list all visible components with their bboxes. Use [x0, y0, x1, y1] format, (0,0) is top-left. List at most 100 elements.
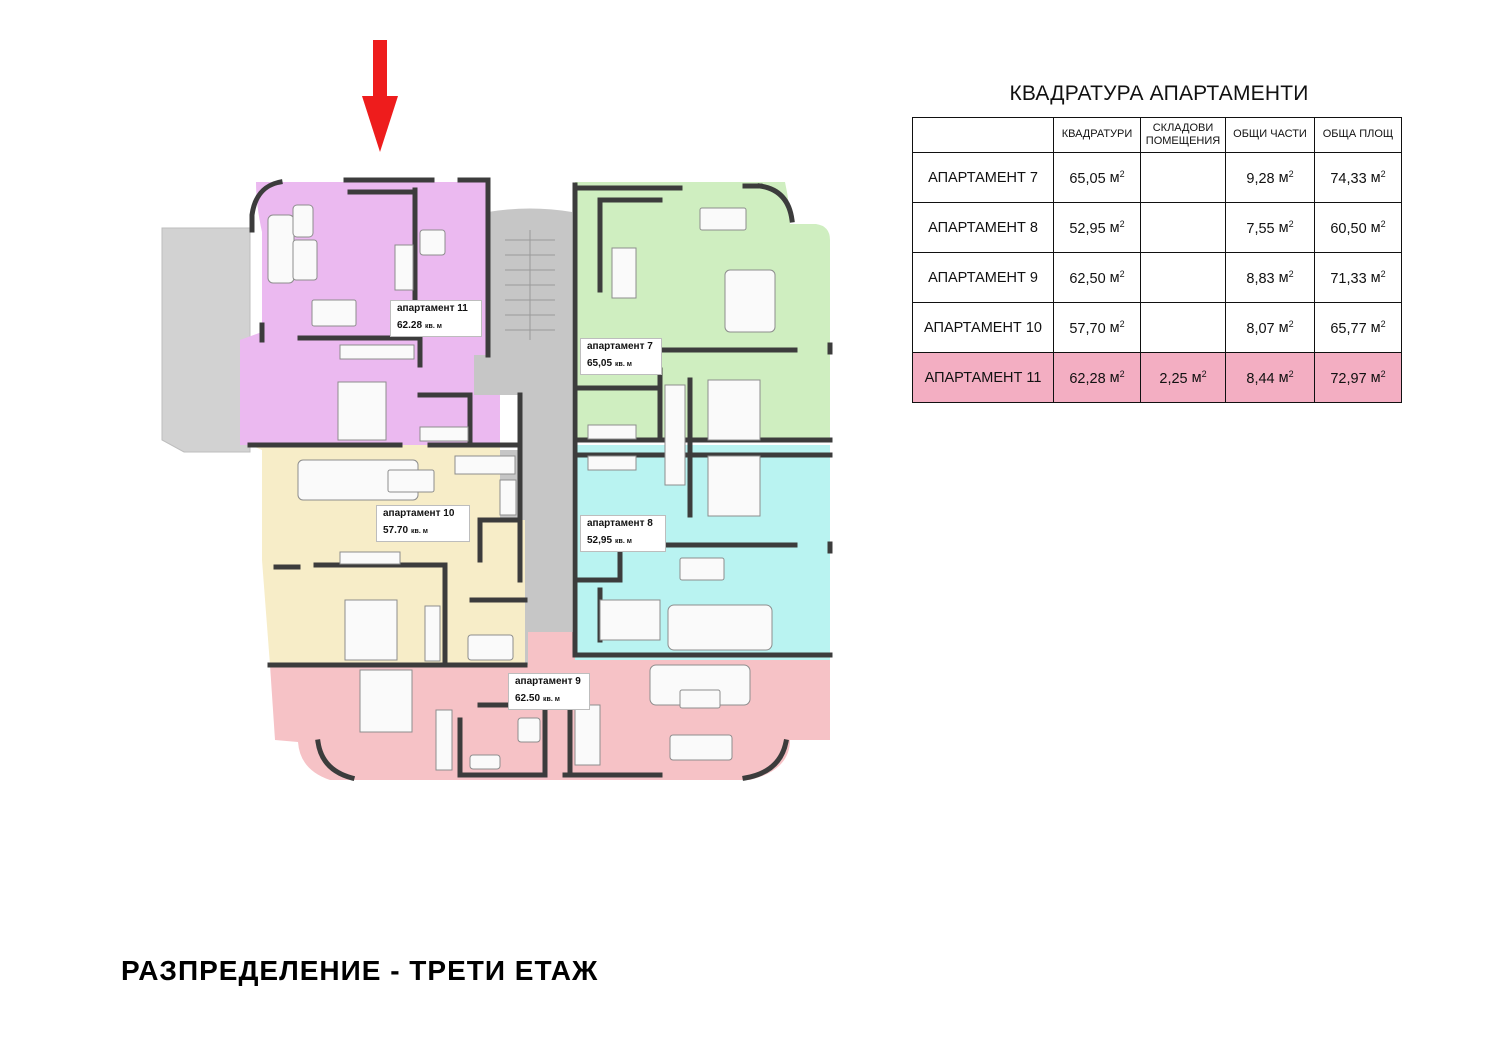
row-common-cell-value: 8,44	[1246, 370, 1275, 387]
staircase	[505, 230, 555, 340]
apartment-11-name: апартамент 11	[397, 303, 468, 314]
row-storage-cell	[1140, 202, 1226, 253]
unit-exponent: 2	[1380, 368, 1386, 379]
unit-exponent: 2	[1201, 368, 1207, 379]
unit-label: м	[1370, 370, 1381, 387]
unit-exponent: 2	[1288, 368, 1294, 379]
row-name-cell: АПАРТАМЕНТ 10	[912, 302, 1054, 353]
row-total-cell-value: 65,77	[1330, 320, 1367, 337]
area-table-title: КВАДРАТУРА АПАРТАМЕНТИ	[1009, 82, 1309, 105]
unit-exponent: 2	[1119, 368, 1125, 379]
row-common-cell-value: 9,28	[1246, 170, 1275, 187]
row-common-cell-value: 8,83	[1246, 270, 1275, 287]
row-area-cell-value: 57,70	[1069, 320, 1106, 337]
row-name-cell: АПАРТАМЕНТ 9	[912, 252, 1054, 303]
unit-label: м	[1109, 320, 1120, 337]
unit-label: м	[1370, 270, 1381, 287]
apartment-8-area: 52,95	[587, 534, 613, 546]
furniture	[267, 204, 776, 771]
apartment-9-unit: кв. м	[543, 695, 560, 703]
apartment-10-unit: кв. м	[411, 527, 428, 535]
row-area-cell-value: 62,50	[1069, 270, 1106, 287]
walls	[247, 177, 833, 782]
unit-label: м	[1109, 220, 1120, 237]
unit-exponent: 2	[1288, 218, 1294, 229]
location-arrow	[362, 40, 398, 152]
row-name-cell-value: АПАРТАМЕНТ 9	[928, 269, 1038, 286]
unit-label: м	[1278, 170, 1289, 187]
unit-label: м	[1278, 220, 1289, 237]
row-storage-cell	[1140, 152, 1226, 203]
unit-label: м	[1370, 220, 1381, 237]
header-area: КВАДРАТУРИ	[1053, 117, 1141, 153]
apartment-10-area: 57.70	[383, 524, 409, 536]
unit-exponent: 2	[1380, 318, 1386, 329]
apartment-9-name: апартамент 9	[515, 676, 581, 687]
table-header-row: КВАДРАТУРИ СКЛАДОВИ ПОМЕЩЕНИЯ ОБЩИ ЧАСТИ…	[912, 117, 1402, 153]
unit-exponent: 2	[1380, 168, 1386, 179]
header-common: ОБЩИ ЧАСТИ	[1225, 117, 1315, 153]
unit-exponent: 2	[1288, 168, 1294, 179]
apartment-7-zone	[575, 182, 830, 440]
unit-label: м	[1109, 370, 1120, 387]
row-common-cell-value: 7,55	[1246, 220, 1275, 237]
row-storage-cell	[1140, 302, 1226, 353]
unit-exponent: 2	[1288, 268, 1294, 279]
row-name-cell: АПАРТАМЕНТ 7	[912, 152, 1054, 203]
balcony-area	[161, 227, 251, 453]
row-total-cell-value: 72,97	[1330, 370, 1367, 387]
apartment-11-area: 62.28	[397, 319, 423, 331]
row-total-cell-value: 60,50	[1330, 220, 1367, 237]
area-table: КВАДРАТУРИ СКЛАДОВИ ПОМЕЩЕНИЯ ОБЩИ ЧАСТИ…	[912, 117, 1402, 403]
row-storage-cell-value: 2,25	[1159, 370, 1188, 387]
apartment-8-unit: кв. м	[615, 537, 632, 545]
row-total-cell-value: 71,33	[1330, 270, 1367, 287]
row-name-cell: АПАРТАМЕНТ 11	[912, 352, 1054, 403]
row-area-cell-value: 52,95	[1069, 220, 1106, 237]
unit-label: м	[1109, 170, 1120, 187]
apartment-8-name: апартамент 8	[587, 518, 653, 529]
unit-exponent: 2	[1119, 168, 1125, 179]
floor-title: РАЗПРЕДЕЛЕНИЕ - ТРЕТИ ЕТАЖ	[121, 955, 599, 986]
unit-exponent: 2	[1119, 218, 1125, 229]
unit-label: м	[1109, 270, 1120, 287]
apartment-7-unit: кв. м	[615, 360, 632, 368]
apartment-7-name: апартамент 7	[587, 341, 653, 352]
unit-label: м	[1370, 170, 1381, 187]
unit-label: м	[1191, 370, 1202, 387]
row-name-cell: АПАРТАМЕНТ 8	[912, 202, 1054, 253]
row-total-cell-value: 74,33	[1330, 170, 1367, 187]
unit-exponent: 2	[1119, 318, 1125, 329]
row-name-cell-value: АПАРТАМЕНТ 7	[928, 169, 1038, 186]
corridor	[474, 208, 572, 665]
row-name-cell-value: АПАРТАМЕНТ 10	[924, 319, 1042, 336]
unit-label: м	[1278, 270, 1289, 287]
unit-exponent: 2	[1380, 268, 1386, 279]
header-storage: СКЛАДОВИ ПОМЕЩЕНИЯ	[1140, 117, 1226, 153]
row-storage-cell	[1140, 252, 1226, 303]
unit-exponent: 2	[1380, 218, 1386, 229]
header-total: ОБЩА ПЛОЩ	[1314, 117, 1402, 153]
row-common-cell-value: 8,07	[1246, 320, 1275, 337]
header-empty	[912, 117, 1054, 153]
row-name-cell-value: АПАРТАМЕНТ 11	[924, 369, 1042, 386]
